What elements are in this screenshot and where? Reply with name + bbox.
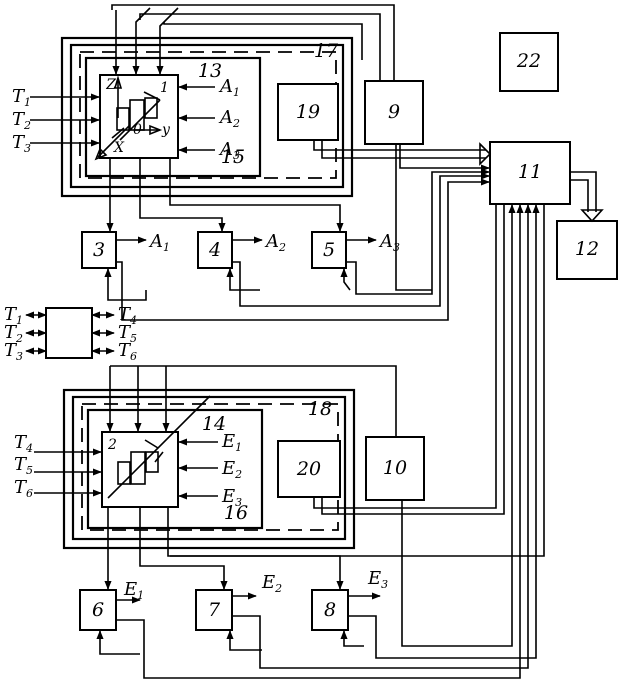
upper-channel: Z y X 0 1 13 15 17 19 9 T1 T2 T3 A1 A2 A…: [12, 5, 423, 196]
output-blocks-lower: 6 7 8 E1 E2 E3: [80, 568, 388, 654]
input-t4: T4: [14, 432, 33, 455]
block-1-label: 1: [160, 80, 169, 96]
block-6-label: 6: [92, 599, 104, 621]
block-5-label: 5: [323, 239, 335, 261]
input-e2: E2: [221, 458, 242, 481]
block-20-label: 20: [296, 458, 321, 480]
switch-block: T1 T2 T3 T4 T5 T6: [4, 304, 137, 363]
label-17: 17: [314, 40, 339, 62]
input-t1: T1: [12, 86, 31, 109]
block-7-label: 7: [208, 599, 221, 621]
output-e2: E2: [261, 572, 282, 595]
block-19-label: 19: [296, 101, 320, 123]
label-18: 18: [308, 398, 332, 420]
axis-x-label: X: [113, 140, 125, 156]
block-switch[interactable]: [46, 308, 92, 358]
block-3-label: 3: [93, 239, 105, 261]
input-e3: E3: [221, 486, 242, 509]
input-t3: T3: [12, 132, 31, 155]
block-4-label: 4: [208, 239, 221, 261]
block-11-label: 11: [518, 161, 542, 183]
block-9-label: 9: [388, 101, 400, 123]
input-t5: T5: [14, 454, 33, 477]
input-e1: E1: [221, 431, 242, 454]
block-8-label: 8: [324, 599, 336, 621]
axis-z-label: Z: [105, 77, 116, 93]
output-a2: A2: [264, 231, 286, 254]
axis-y-label: y: [161, 122, 171, 138]
block-22-label: 22: [516, 50, 541, 72]
output-e3: E3: [367, 568, 388, 591]
input-a3: A3: [218, 139, 240, 162]
axis-origin-label: 0: [133, 122, 142, 138]
input-t6: T6: [14, 477, 33, 500]
output-e1: E1: [123, 579, 144, 602]
block-2-label: 2: [107, 437, 117, 453]
block-10-label: 10: [383, 457, 407, 479]
input-t2: T2: [12, 109, 31, 132]
input-a1: A1: [218, 76, 240, 99]
input-a2: A2: [218, 107, 240, 130]
label-13: 13: [198, 60, 222, 82]
output-a1: A1: [148, 231, 170, 254]
block-12-label: 12: [575, 238, 599, 260]
